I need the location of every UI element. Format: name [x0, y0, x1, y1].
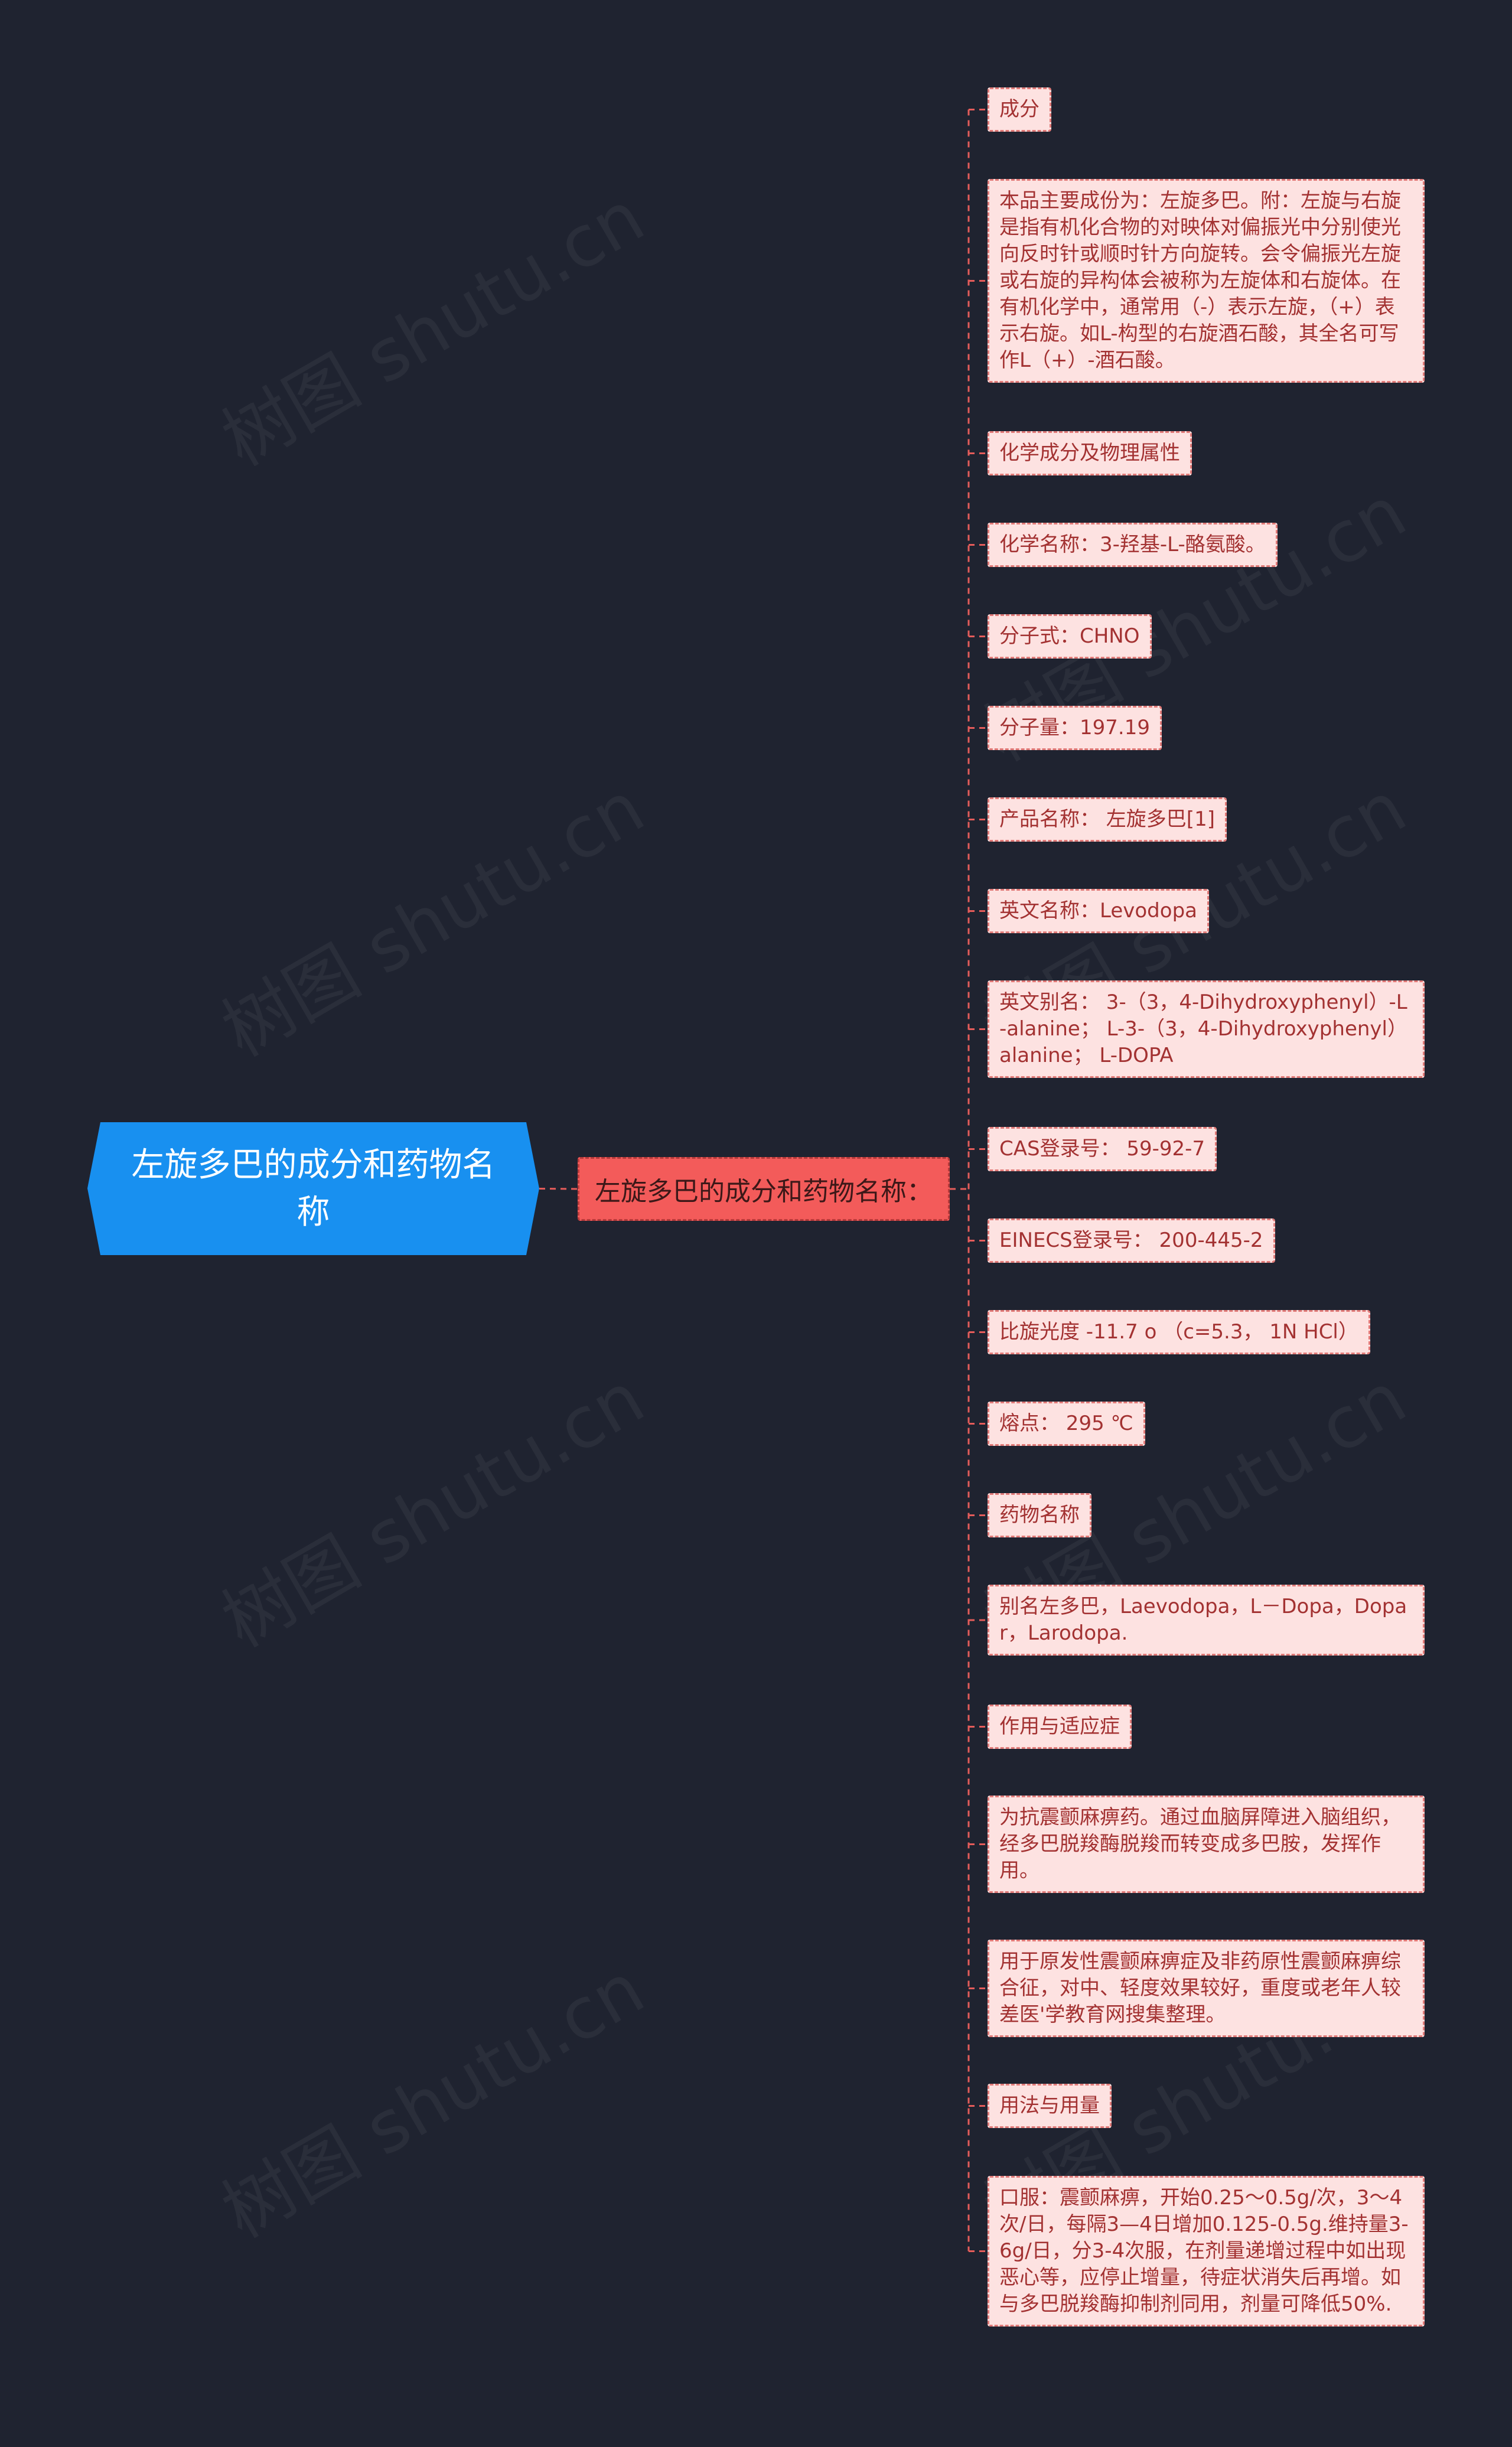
leaf-node[interactable]: 熔点： 295 ℃ — [988, 1402, 1145, 1446]
connector-line — [539, 1188, 578, 1190]
branch-topic-node[interactable]: 左旋多巴的成分和药物名称： — [578, 1157, 950, 1221]
leaf-node[interactable]: 化学成分及物理属性 — [988, 431, 1192, 475]
root-topic-label: 左旋多巴的成分和药物名称 — [131, 1145, 496, 1231]
leaf-node[interactable]: 本品主要成份为：左旋多巴。附：左旋与右旋是指有机化合物的对映体对偏振光中分别使光… — [988, 179, 1425, 383]
leaf-node[interactable]: 化学名称：3-羟基-L-酪氨酸。 — [988, 523, 1278, 567]
leaf-node[interactable]: 产品名称： 左旋多巴[1] — [988, 797, 1227, 842]
leaf-node[interactable]: EINECS登录号： 200-445-2 — [988, 1218, 1275, 1263]
leaf-node[interactable]: 为抗震颤麻痹药。通过血脑屏障进入脑组织，经多巴脱羧酶脱羧而转变成多巴胺，发挥作用… — [988, 1796, 1425, 1893]
branch-topic-label: 左旋多巴的成分和药物名称： — [595, 1177, 933, 1207]
leaf-node[interactable]: 口服：震颤麻痹，开始0.25～0.5g/次，3～4次/日，每隔3—4日增加0.1… — [988, 2176, 1425, 2327]
leaf-node[interactable]: 英文名称：Levodopa — [988, 889, 1209, 933]
leaf-node[interactable]: 用法与用量 — [988, 2084, 1112, 2128]
leaf-node[interactable]: 用于原发性震颤麻痹症及非药原性震颤麻痹综合征，对中、轻度效果较好，重度或老年人较… — [988, 1940, 1425, 2037]
leaf-node[interactable]: 分子量：197.19 — [988, 706, 1162, 750]
leaf-node[interactable]: 分子式：CHNO — [988, 614, 1152, 659]
leaf-node[interactable]: 别名左多巴，Laevodopa，L－Dopa，Dopar，Larodopa. — [988, 1585, 1425, 1656]
leaf-node[interactable]: 比旋光度 -11.7 o （c=5.3， 1N HCl） — [988, 1310, 1370, 1354]
leaf-node[interactable]: 英文别名： 3-（3，4-Dihydroxyphenyl）-L-alanine；… — [988, 980, 1425, 1078]
leaf-node[interactable]: 药物名称 — [988, 1493, 1091, 1537]
root-topic-node[interactable]: 左旋多巴的成分和药物名称 — [87, 1122, 539, 1255]
leaf-node[interactable]: 成分 — [988, 87, 1051, 132]
leaf-node[interactable]: 作用与适应症 — [988, 1705, 1132, 1749]
leaf-node[interactable]: CAS登录号： 59-92-7 — [988, 1127, 1217, 1171]
